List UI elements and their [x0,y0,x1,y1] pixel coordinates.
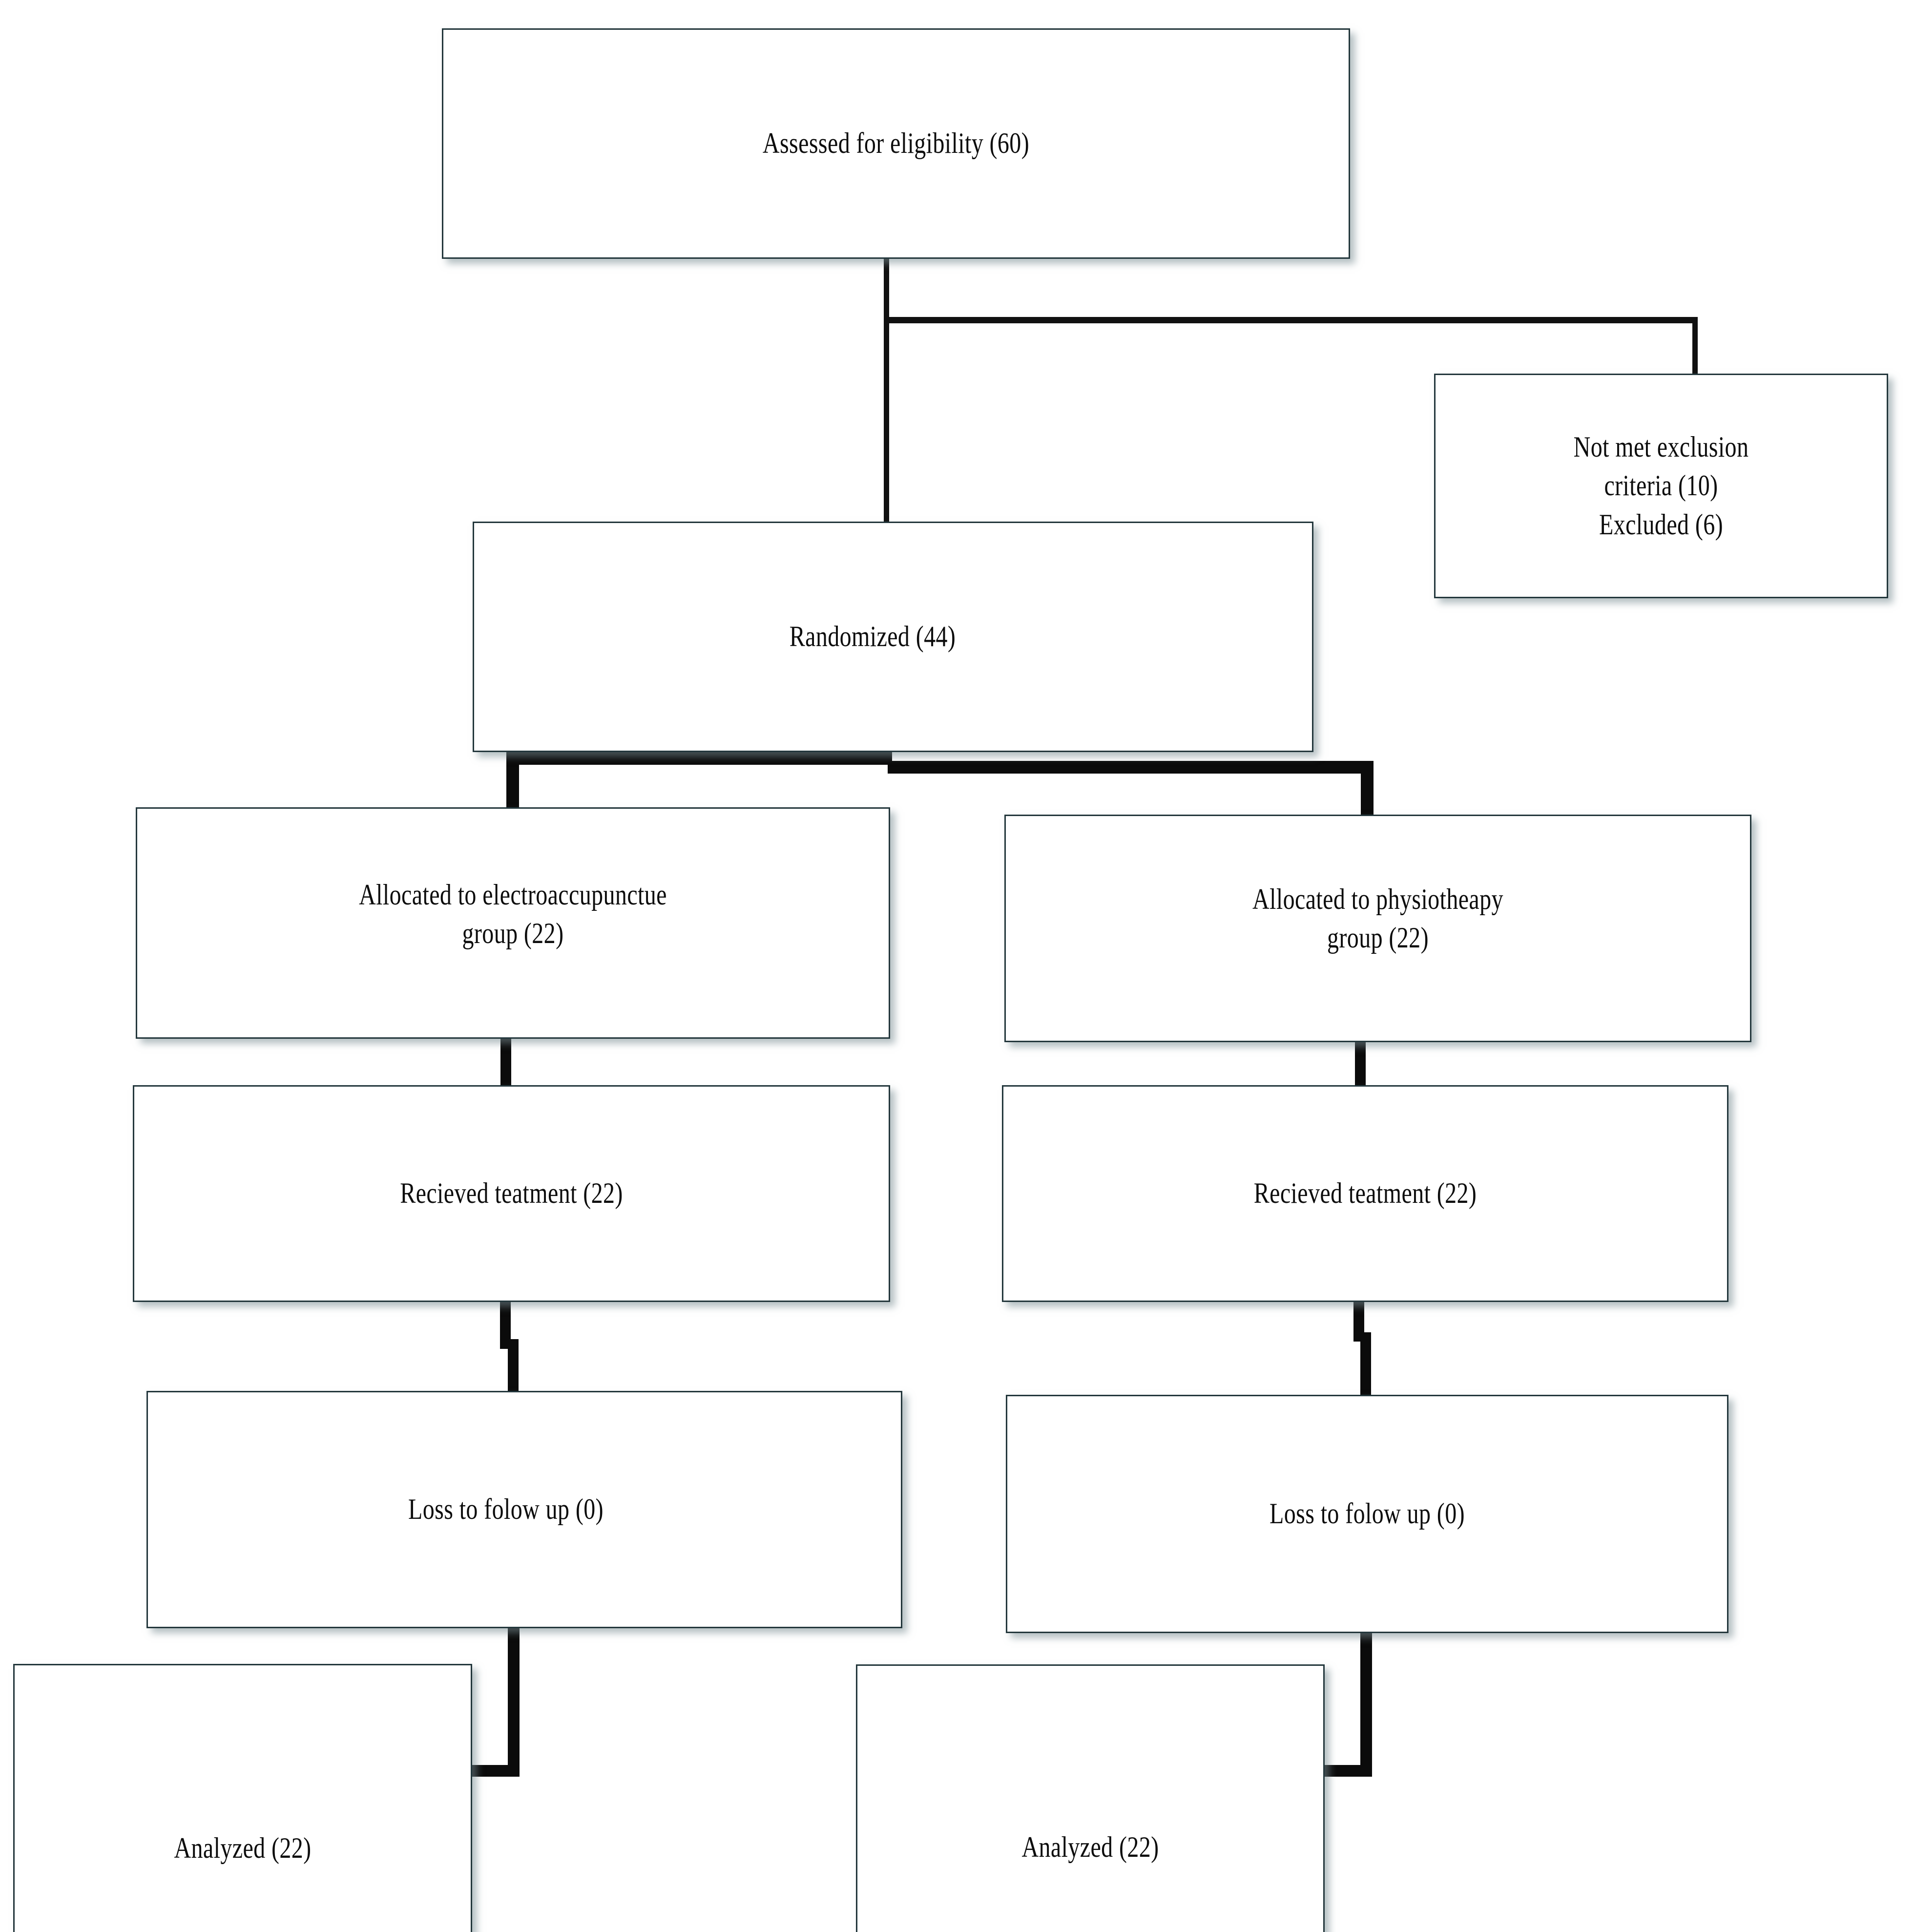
connector-alloc-treat-right [1355,1034,1366,1089]
node-analyzed-left[interactable]: Analyzed (22) [13,1664,472,1932]
node-excluded[interactable]: Not met exclusion criteria (10) Excluded… [1434,374,1888,598]
node-received-treatment-left[interactable]: Recieved teatment (22) [133,1085,890,1302]
connector-loss-analyzed-right-hook [1321,1765,1372,1777]
node-allocated-electroacupuncture[interactable]: Allocated to electroaccupunctue group (2… [136,807,890,1039]
connector-split-down-right [1361,761,1374,822]
connector-assessed-down [884,258,889,320]
connector-treat-loss-left-upper [500,1300,511,1349]
connector-split-down-left [506,752,519,813]
node-received-treatment-right-label: Recieved teatment (22) [1253,1177,1477,1210]
node-loss-to-follow-up-right-label: Loss to folow up (0) [1270,1497,1465,1530]
node-allocated-physiotherapy-label: Allocated to physiotheapy group (22) [1252,882,1503,954]
node-allocated-physiotherapy[interactable]: Allocated to physiotheapy group (22) [1004,815,1751,1042]
node-analyzed-right[interactable]: Analyzed (22) [856,1664,1325,1932]
node-analyzed-right-label: Analyzed (22) [1021,1831,1159,1864]
connector-randomized-split-left [506,752,892,765]
connector-randomized-split-right [888,761,1374,774]
node-assessed-label: Assessed for eligibility (60) [762,127,1030,160]
connector-excluded-down [1692,317,1698,375]
node-received-treatment-right[interactable]: Recieved teatment (22) [1002,1085,1728,1302]
connector-treat-loss-left-lower [508,1339,519,1394]
connector-loss-analyzed-right-vertical [1360,1624,1372,1777]
node-received-treatment-left-label: Recieved teatment (22) [400,1177,623,1210]
connector-alloc-treat-left [500,1037,511,1088]
connector-loss-analyzed-left-vertical [508,1625,520,1777]
node-assessed-for-eligibility[interactable]: Assessed for eligibility (60) [442,28,1350,259]
node-randomized-label: Randomized (44) [789,620,956,653]
node-excluded-label: Not met exclusion criteria (10) Excluded… [1573,431,1749,541]
node-analyzed-left-label: Analyzed (22) [174,1832,312,1865]
connector-assessed-to-excluded [884,317,1697,323]
node-allocated-electroacupuncture-label: Allocated to electroaccupunctue group (2… [359,878,667,949]
connector-assessed-to-randomized [884,317,889,523]
node-loss-to-follow-up-right[interactable]: Loss to folow up (0) [1006,1395,1728,1633]
connector-loss-analyzed-left-hook [469,1765,520,1777]
connector-treat-loss-right-upper [1353,1297,1364,1342]
connector-treat-loss-right-lower [1360,1332,1371,1398]
node-randomized[interactable]: Randomized (44) [473,522,1313,752]
node-loss-to-follow-up-left[interactable]: Loss to folow up (0) [146,1391,902,1628]
node-loss-to-follow-up-left-label: Loss to folow up (0) [408,1493,604,1526]
